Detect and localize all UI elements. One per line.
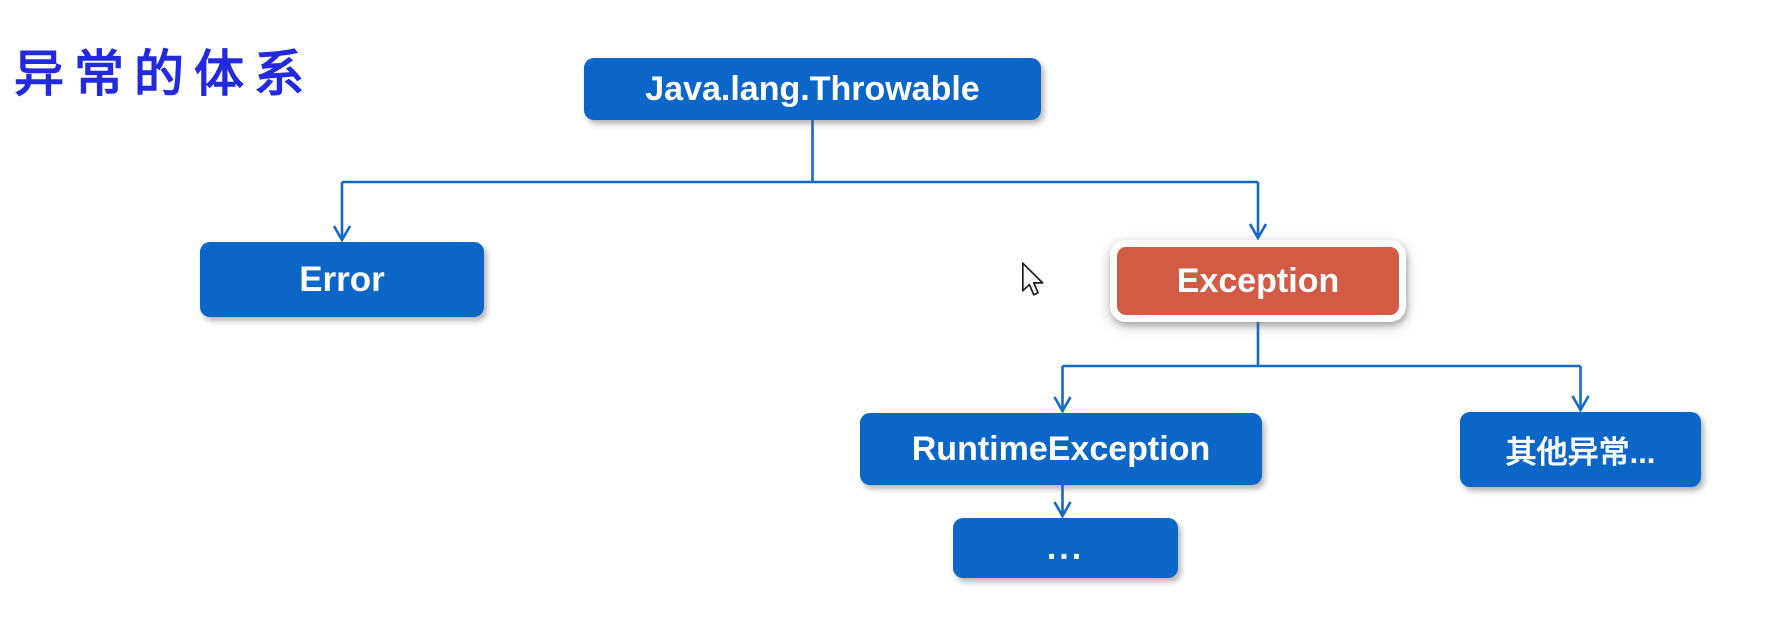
mouse-cursor-icon — [1021, 262, 1044, 296]
arrowhead-to-runtime-exception — [1053, 396, 1072, 414]
arrowhead-to-ellipsis — [1053, 501, 1072, 519]
node-exception[interactable]: Exception — [1110, 240, 1406, 322]
node-other-exceptions[interactable]: 其他异常... — [1460, 412, 1701, 487]
page-title: 异常的体系 — [14, 46, 314, 102]
arrowhead-to-other-exceptions — [1571, 395, 1590, 413]
node-error[interactable]: Error — [200, 242, 484, 317]
edge-exception-split — [1061, 322, 1582, 408]
node-runtime-exception[interactable]: RuntimeException — [860, 413, 1262, 485]
arrowhead-to-exception — [1248, 223, 1268, 241]
node-ellipsis[interactable]: ... — [953, 518, 1178, 578]
arrowhead-to-error — [332, 225, 352, 243]
node-java-lang-throwable[interactable]: Java.lang.Throwable — [584, 58, 1041, 120]
edge-throwable-split — [340, 120, 1260, 237]
